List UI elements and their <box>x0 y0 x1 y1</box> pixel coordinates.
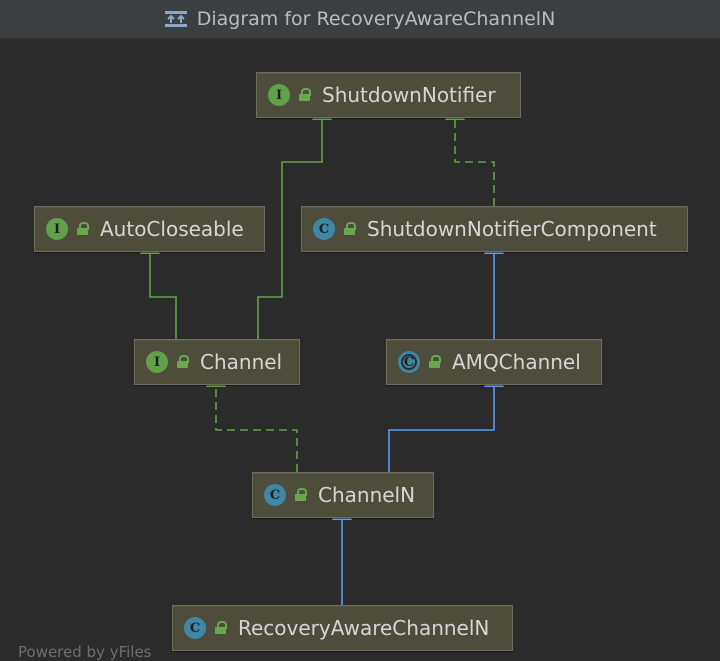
interface-icon: I <box>268 84 290 106</box>
edge-channel-to-autocloseable <box>140 235 177 339</box>
node-recovery-aware-channel-n[interactable]: C RecoveryAwareChannelN <box>172 605 513 651</box>
public-access-icon <box>428 355 442 369</box>
public-access-icon <box>294 488 308 502</box>
class-icon: C <box>184 617 206 639</box>
node-auto-closeable[interactable]: I AutoCloseable <box>34 206 265 252</box>
node-label: AMQChannel <box>452 350 581 374</box>
class-icon: C <box>313 218 335 240</box>
public-access-icon <box>214 621 228 635</box>
node-label: AutoCloseable <box>100 217 244 241</box>
node-label: ShutdownNotifier <box>322 83 496 107</box>
node-label: ShutdownNotifierComponent <box>367 217 657 241</box>
public-access-icon <box>343 222 357 236</box>
class-diagram-icon <box>164 10 187 28</box>
edge-component-to-shutdownnotifier <box>445 101 495 206</box>
node-channel-n[interactable]: C ChannelN <box>252 472 434 518</box>
interface-icon: I <box>146 351 168 373</box>
node-amq-channel[interactable]: C AMQChannel <box>386 339 602 385</box>
window-titlebar: Diagram for RecoveryAwareChannelN <box>0 0 720 39</box>
window-title: Diagram for RecoveryAwareChannelN <box>196 8 556 30</box>
node-label: RecoveryAwareChannelN <box>238 616 490 640</box>
node-shutdown-notifier[interactable]: I ShutdownNotifier <box>256 72 521 118</box>
node-shutdown-notifier-component[interactable]: C ShutdownNotifierComponent <box>301 206 688 252</box>
edge-channel-to-shutdownnotifier <box>257 101 332 339</box>
edge-channeln-to-amqchannel <box>388 368 504 472</box>
interface-icon: I <box>46 218 68 240</box>
edge-channeln-to-channel <box>206 368 298 472</box>
node-channel[interactable]: I Channel <box>134 339 300 385</box>
public-access-icon <box>176 355 190 369</box>
node-label: ChannelN <box>318 483 416 507</box>
class-icon: C <box>264 484 286 506</box>
node-label: Channel <box>200 350 283 374</box>
public-access-icon <box>76 222 90 236</box>
powered-by-footer: Powered by yFiles <box>18 643 152 661</box>
public-access-icon <box>298 88 312 102</box>
abstract-class-icon: C <box>398 351 420 373</box>
